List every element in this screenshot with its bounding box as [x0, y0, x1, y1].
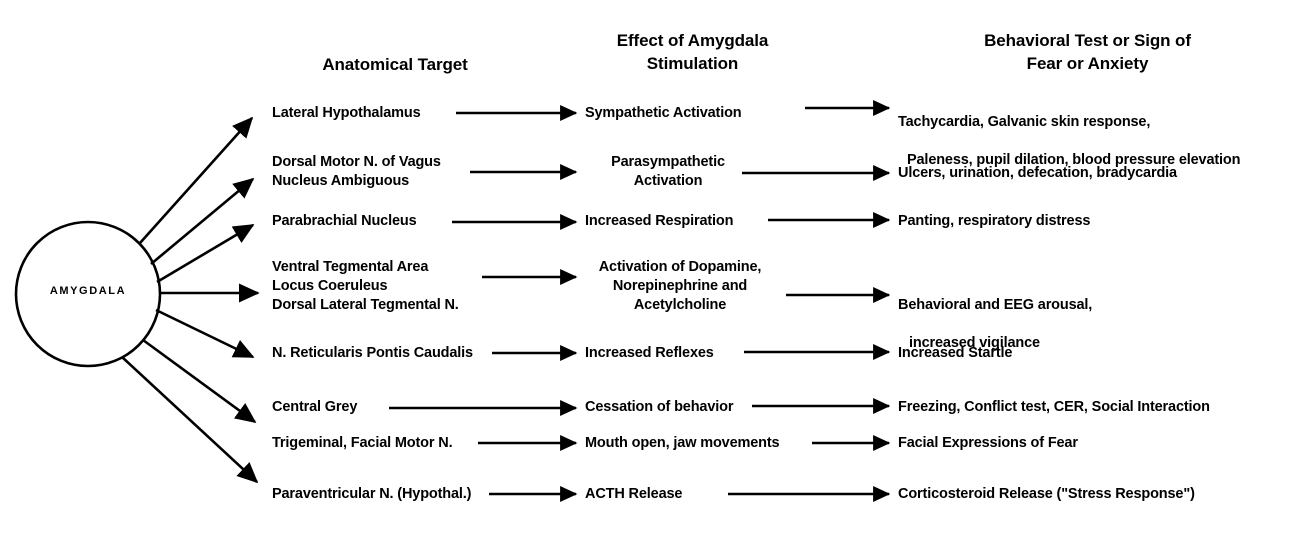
behavior-tachycardia-group: Tachycardia, Galvanic skin response, Pal… — [898, 94, 1295, 170]
arrow-hub-to-lateral-hypothalamus — [139, 116, 254, 244]
behavior-eeg-arousal-group: Behavioral and EEG arousal, increased vi… — [898, 277, 1092, 353]
effect-dopamine-norepinephrine-acetylcholine: Activation of Dopamine, Norepinephrine a… — [598, 259, 762, 313]
behavior-increased-startle: Increased Startle — [898, 345, 1013, 361]
anatomical-target-central-grey: Central Grey — [272, 399, 358, 415]
column-header-behavioral-test-or-sign: Behavioral Test or Sign of Fear or Anxie… — [984, 31, 1191, 74]
behavior-freezing-conflict-cer: Freezing, Conflict test, CER, Social Int… — [898, 399, 1210, 415]
anatomical-target-vta-locus-coeruleus: Ventral Tegmental Area Locus Coeruleus D… — [272, 259, 459, 313]
behavior-ulcers-urination: Ulcers, urination, defecation, bradycard… — [898, 165, 1177, 181]
behavior-line-1: Tachycardia, Galvanic skin response, — [898, 114, 1151, 130]
effect-mouth-open-jaw-movements: Mouth open, jaw movements — [585, 435, 780, 451]
anatomical-target-trigeminal-facial-motor: Trigeminal, Facial Motor N. — [272, 435, 453, 451]
amygdala-hub-label: AMYGDALA — [49, 285, 127, 297]
anatomical-target-lateral-hypothalamus: Lateral Hypothalamus — [272, 105, 421, 121]
effect-acth-release: ACTH Release — [585, 486, 683, 502]
arrow-hub-to-paraventricular-nucleus — [121, 356, 259, 484]
anatomical-target-parabrachial-nucleus: Parabrachial Nucleus — [272, 213, 417, 229]
behavior-line-2: increased vigilance — [909, 335, 1040, 351]
anatomical-target-paraventricular-nucleus: Paraventricular N. (Hypothal.) — [272, 486, 472, 502]
anatomical-target-reticularis-pontis-caudalis: N. Reticularis Pontis Caudalis — [272, 345, 473, 361]
column-header-effect-of-amygdala-stimulation: Effect of Amygdala Stimulation — [616, 31, 769, 74]
effect-increased-respiration: Increased Respiration — [585, 213, 734, 229]
behavior-line-1: Behavioral and EEG arousal, — [898, 297, 1093, 313]
behavior-corticosteroid-release: Corticosteroid Release ("Stress Response… — [898, 486, 1195, 502]
arrow-hub-to-parabrachial-nucleus — [156, 223, 255, 284]
arrow-hub-to-reticularis-pontis — [155, 308, 255, 359]
behavior-panting-respiratory-distress: Panting, respiratory distress — [898, 213, 1091, 229]
behavior-facial-expressions-of-fear: Facial Expressions of Fear — [898, 435, 1078, 451]
arrow-hub-to-central-grey — [142, 338, 257, 424]
hub-projection-arrows — [121, 116, 260, 484]
column-header-anatomical-target: Anatomical Target — [322, 55, 468, 74]
effect-to-behavior-arrows — [728, 100, 891, 502]
effect-sympathetic-activation: Sympathetic Activation — [585, 105, 742, 121]
effect-increased-reflexes: Increased Reflexes — [585, 345, 714, 361]
anatomical-target-vagus-ambiguous: Dorsal Motor N. of Vagus Nucleus Ambiguo… — [272, 154, 441, 189]
effect-cessation-of-behavior: Cessation of behavior — [585, 399, 734, 415]
arrow-hub-to-dorsal-motor-vagus — [150, 177, 255, 265]
effect-parasympathetic-activation: Parasympathetic Activation — [611, 154, 725, 189]
behavior-line-2: Paleness, pupil dilation, blood pressure… — [907, 152, 1241, 168]
target-to-effect-arrows — [389, 105, 578, 502]
